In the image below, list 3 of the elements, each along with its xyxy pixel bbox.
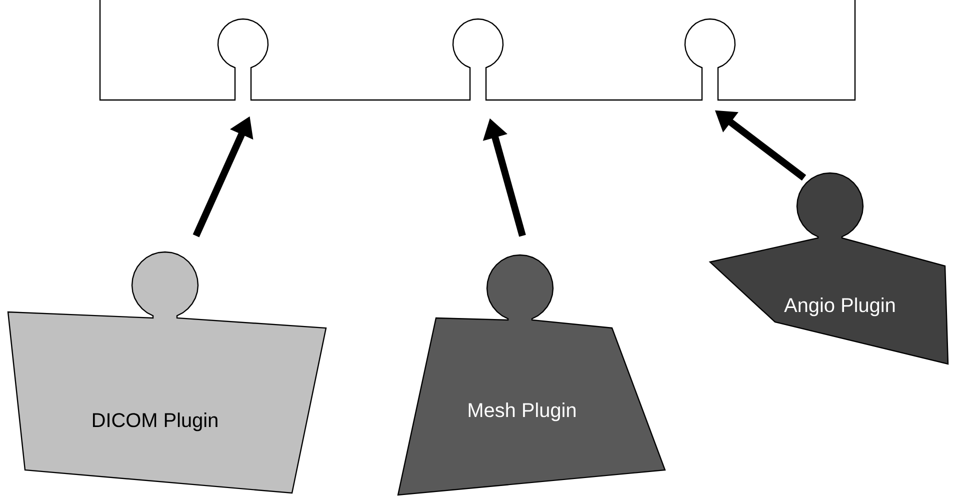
- host-puzzle-piece: [99, 0, 856, 101]
- plugin-puzzle-piece: Mesh Plugin: [397, 254, 666, 496]
- plugin-puzzle-piece: DICOM Plugin: [7, 251, 327, 494]
